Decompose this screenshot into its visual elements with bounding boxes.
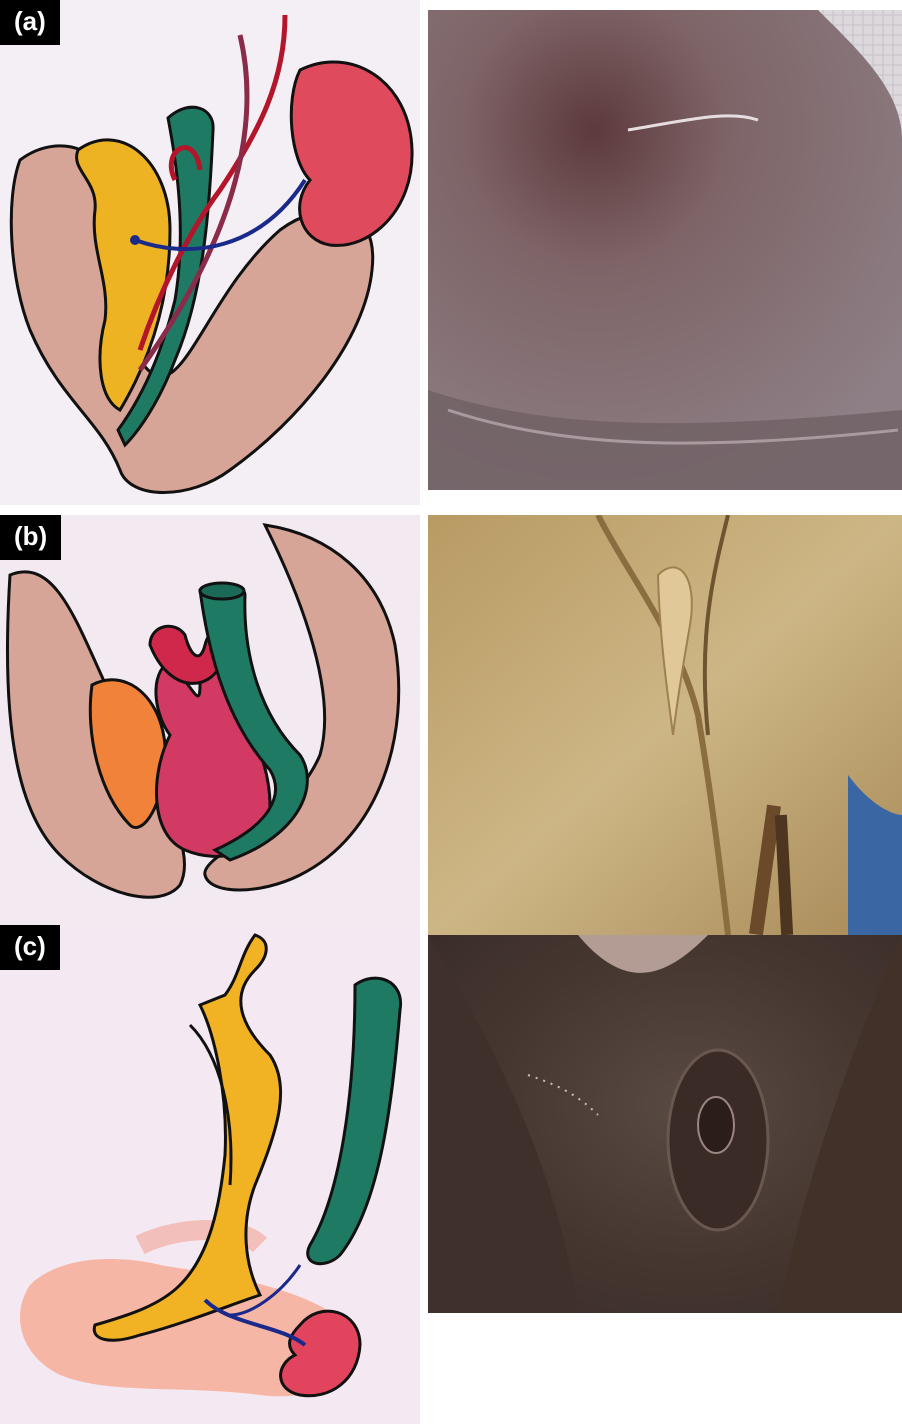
panel-c-drawing: (c) [0, 925, 420, 1424]
illustration-b [0, 515, 420, 925]
clinical-photo-a [428, 10, 902, 490]
panel-b-photo [428, 515, 902, 935]
panel-a-drawing: (a) [0, 0, 420, 505]
illustration-a [0, 0, 420, 505]
panel-label-b: (b) [0, 515, 61, 560]
panel-b-drawing: (b) [0, 515, 420, 925]
panel-c-photo [428, 935, 902, 1313]
panel-a-photo [428, 10, 902, 490]
illustration-c [0, 925, 420, 1424]
clinical-photo-c [428, 935, 902, 1313]
panel-label-a: (a) [0, 0, 60, 45]
clinical-photo-b [428, 515, 902, 935]
panel-label-c: (c) [0, 925, 60, 970]
